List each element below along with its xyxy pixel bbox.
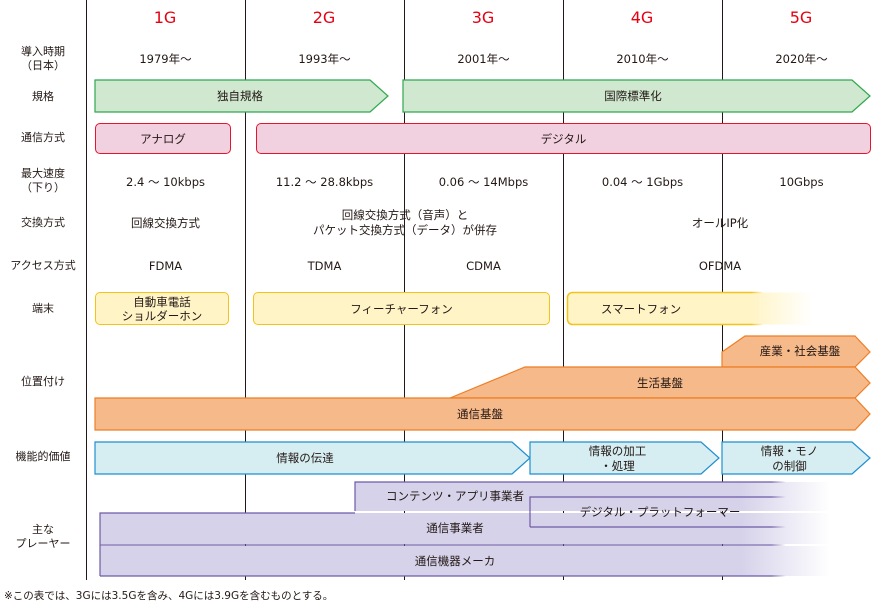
comm-analog-box: アナログ	[95, 123, 231, 154]
speed-5g: 10Gbps	[779, 175, 824, 189]
international-arrow	[402, 79, 871, 113]
proprietary-arrow	[94, 79, 389, 113]
smartphone-box	[566, 291, 814, 326]
terminal-feature-box: フィーチャーフォン	[253, 292, 550, 325]
divider-line	[86, 0, 87, 580]
switching-late: オールIP化	[691, 216, 749, 230]
row-label-position: 位置付け	[21, 375, 65, 388]
speed-2g: 11.2 〜 28.8kbps	[275, 175, 374, 189]
intro-year-4g: 2010年〜	[616, 52, 669, 66]
value-process-label: 情報の加工 ・処理	[588, 444, 647, 473]
row-label-standard: 規格	[32, 90, 54, 103]
control-arrow	[721, 441, 871, 475]
divider-line	[245, 0, 246, 580]
intro-year-1g: 1979年〜	[139, 52, 192, 66]
terminal-shoulder-box: 自動車電話 ショルダーホン	[95, 292, 229, 325]
process-arrow	[529, 441, 720, 475]
access-1g: FDMA	[148, 259, 183, 273]
generation-header-4g: 4G	[630, 8, 654, 27]
divider-line	[563, 0, 564, 580]
footnote: ※この表では、3Gには3.5Gを含み、4Gには3.9Gを含むものとする。	[4, 590, 334, 602]
divider-line	[722, 0, 723, 580]
access-3g: CDMA	[466, 259, 501, 273]
speed-1g: 2.4 〜 10kbps	[126, 175, 205, 189]
generation-header-2g: 2G	[312, 8, 336, 27]
intro-year-3g: 2001年〜	[457, 52, 510, 66]
access-2g: TDMA	[307, 259, 342, 273]
position-industry-label: 産業・社会基盤	[759, 344, 841, 358]
position-comm-label: 通信基盤	[457, 407, 503, 421]
value-control-label: 情報・モノ の制御	[760, 444, 819, 473]
player-content-label: コンテンツ・アプリ事業者	[386, 489, 524, 503]
access-late: OFDMA	[698, 259, 742, 273]
player-carrier-label: 通信事業者	[426, 521, 484, 535]
comm-digital-box: デジタル	[256, 123, 871, 154]
standard-proprietary-label: 独自規格	[217, 89, 263, 103]
row-label-value: 機能的価値	[15, 450, 71, 463]
standard-international-label: 国際標準化	[604, 89, 662, 103]
divider-line	[404, 0, 405, 580]
row-label-players: 主な プレーヤー	[15, 523, 71, 550]
switching-mid: 回線交換方式（音声）と パケット交換方式（データ）が併存	[313, 208, 497, 237]
transmit-arrow	[94, 441, 531, 475]
player-vendor-label: 通信機器メーカ	[414, 554, 496, 568]
player-platform-label: デジタル・プラットフォーマー	[579, 505, 741, 519]
switching-1g: 回線交換方式	[131, 216, 200, 230]
row-label-switching: 交換方式	[21, 216, 65, 229]
generation-header-5g: 5G	[789, 8, 813, 27]
row-label-speed: 最大速度 （下り）	[21, 167, 65, 194]
speed-4g: 0.04 〜 1Gbps	[601, 175, 684, 189]
intro-year-2g: 1993年〜	[298, 52, 351, 66]
row-label-terminal: 端末	[32, 302, 54, 315]
generation-header-3g: 3G	[471, 8, 495, 27]
position-life-label: 生活基盤	[637, 376, 683, 390]
value-transmit-label: 情報の伝達	[276, 451, 334, 465]
generation-header-1g: 1G	[153, 8, 177, 27]
intro-year-5g: 2020年〜	[775, 52, 828, 66]
row-label-comm: 通信方式	[21, 131, 65, 144]
row-label-access: アクセス方式	[10, 259, 76, 272]
comm-base-arrow	[94, 397, 871, 431]
row-label-intro: 導入時期 （日本）	[21, 45, 65, 72]
speed-3g: 0.06 〜 14Mbps	[438, 175, 529, 189]
terminal-smart-label: スマートフォン	[600, 302, 682, 316]
